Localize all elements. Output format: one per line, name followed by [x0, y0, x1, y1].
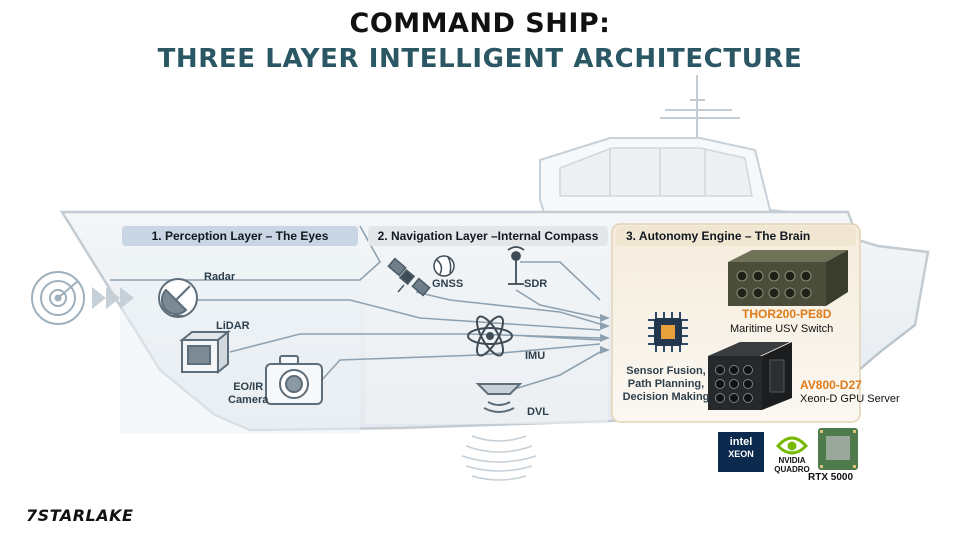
thor200-description: Maritime USV Switch	[730, 323, 834, 335]
nvidia-quadro-label: NVIDIA QUADRO	[774, 456, 810, 474]
camera-icon	[265, 355, 323, 405]
imu-label: IMU	[525, 350, 546, 362]
atom-icon	[467, 315, 513, 357]
rtx-gpu-chip-image	[818, 428, 858, 470]
av800-server-image	[708, 342, 792, 410]
radar-signal-arrow	[92, 287, 134, 309]
globe-icon	[433, 255, 455, 277]
av800-description: Xeon-D GPU Server	[800, 393, 900, 405]
layer3-header: 3. Autonomy Engine – The Brain	[616, 226, 856, 246]
satellite-icon	[387, 257, 431, 297]
brand-logo: 7STARLAKE	[26, 506, 134, 525]
title-main: COMMAND SHIP:	[349, 8, 611, 39]
antenna-icon	[507, 246, 525, 285]
layer1-header: 1. Perception Layer – The Eyes	[122, 226, 358, 246]
av800-name: AV800-D27	[800, 378, 862, 392]
intel-xeon-badge-text: intel XEON	[728, 436, 754, 459]
radar-dish-icon	[158, 278, 198, 318]
gnss-label: GNSS	[432, 278, 464, 290]
core-functions-label: Sensor Fusion, Path Planning, Decision M…	[622, 365, 710, 403]
radar-label: Radar	[204, 271, 236, 283]
rtx5000-label: RTX 5000	[808, 472, 854, 483]
thor200-name: THOR200-PE8D	[742, 307, 832, 321]
mast	[660, 75, 740, 140]
title-subtitle: THREE LAYER INTELLIGENT ARCHITECTURE	[157, 44, 803, 74]
nvidia-logo-icon	[775, 436, 809, 455]
dvl-sonar-icon	[475, 383, 523, 413]
layer2-header: 2. Navigation Layer –Internal Compass	[368, 226, 608, 246]
flow-arrowheads	[600, 314, 610, 354]
thor200-switch-image	[728, 250, 848, 306]
lidar-icon	[179, 329, 231, 375]
radar-ping-icon	[31, 271, 85, 325]
sonar-waves	[461, 435, 537, 481]
processor-chip-icon	[648, 312, 688, 352]
sdr-label: SDR	[524, 278, 548, 290]
eoir-camera-label: EO/IR Camera	[228, 381, 269, 406]
intel-xeon-badge	[718, 432, 764, 472]
lidar-label: LiDAR	[216, 320, 250, 332]
ship-windows	[559, 147, 753, 197]
data-flow-lines	[110, 225, 601, 393]
dvl-label: DVL	[527, 406, 549, 418]
